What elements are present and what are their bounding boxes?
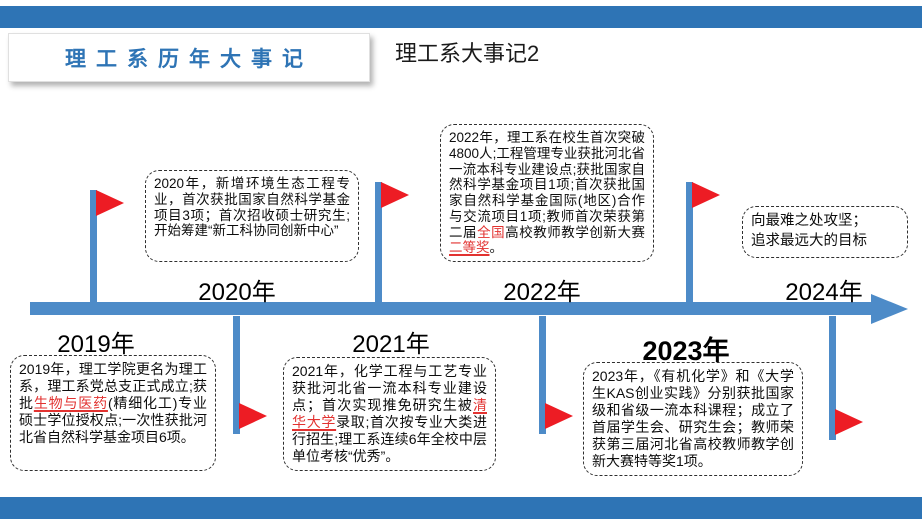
slide-title-badge-text: 理工系历年大事记: [65, 47, 313, 71]
slide-title-badge: 理工系历年大事记: [8, 33, 370, 82]
flag-icon: [545, 403, 573, 429]
timeline-stem-2024-down: [829, 316, 836, 440]
timeline-axis: [30, 302, 871, 315]
year-label-2019: 2019年: [57, 331, 135, 358]
flag-icon: [381, 182, 409, 208]
flag-icon: [692, 182, 720, 208]
timeline-stem-2022-down: [539, 316, 546, 434]
flag-icon: [239, 403, 267, 429]
year-label-2021: 2021年: [352, 331, 430, 358]
event-box-2022: 2022年，理工系在校生首次突破4800人;工程管理专业获批河北省一流本科专业建…: [440, 124, 654, 263]
timeline-stem-2021-up: [375, 182, 382, 302]
top-accent-band: [0, 6, 922, 28]
year-label-2022: 2022年: [503, 279, 581, 306]
flag-icon: [835, 409, 863, 435]
flag-icon: [96, 190, 124, 216]
motto-box: 向最难之处攻坚； 追求最远大的目标: [742, 206, 908, 258]
year-label-2024: 2024年: [785, 279, 863, 306]
slide-subtitle: 理工系大事记2: [395, 41, 540, 66]
year-label-2020: 2020年: [198, 279, 276, 306]
event-box-2019: 2019年，理工学院更名为理工系，理工系党总支正式成立;获批生物与医药(精细化工…: [10, 355, 216, 471]
year-label-2023: 2023年: [642, 336, 730, 366]
timeline-stem-2020-down: [233, 316, 240, 434]
timeline-stem-2023-up: [686, 182, 693, 302]
bottom-accent-band: [0, 497, 922, 519]
event-box-2021: 2021年，化学工程与工艺专业获批河北省一流本科专业建设点；首次实现推免研究生被…: [283, 357, 496, 471]
event-box-2023: 2023年，《有机化学》和《大学生KAS创业实践》分别获批国家级和省级一流本科课…: [583, 362, 803, 476]
timeline-arrowhead-icon: [871, 294, 908, 324]
event-box-2020: 2020年，新增环境生态工程专业，首次获批国家自然科学基金项目3项；首次招收硕士…: [145, 170, 359, 262]
timeline-stem-2019: [90, 190, 97, 302]
